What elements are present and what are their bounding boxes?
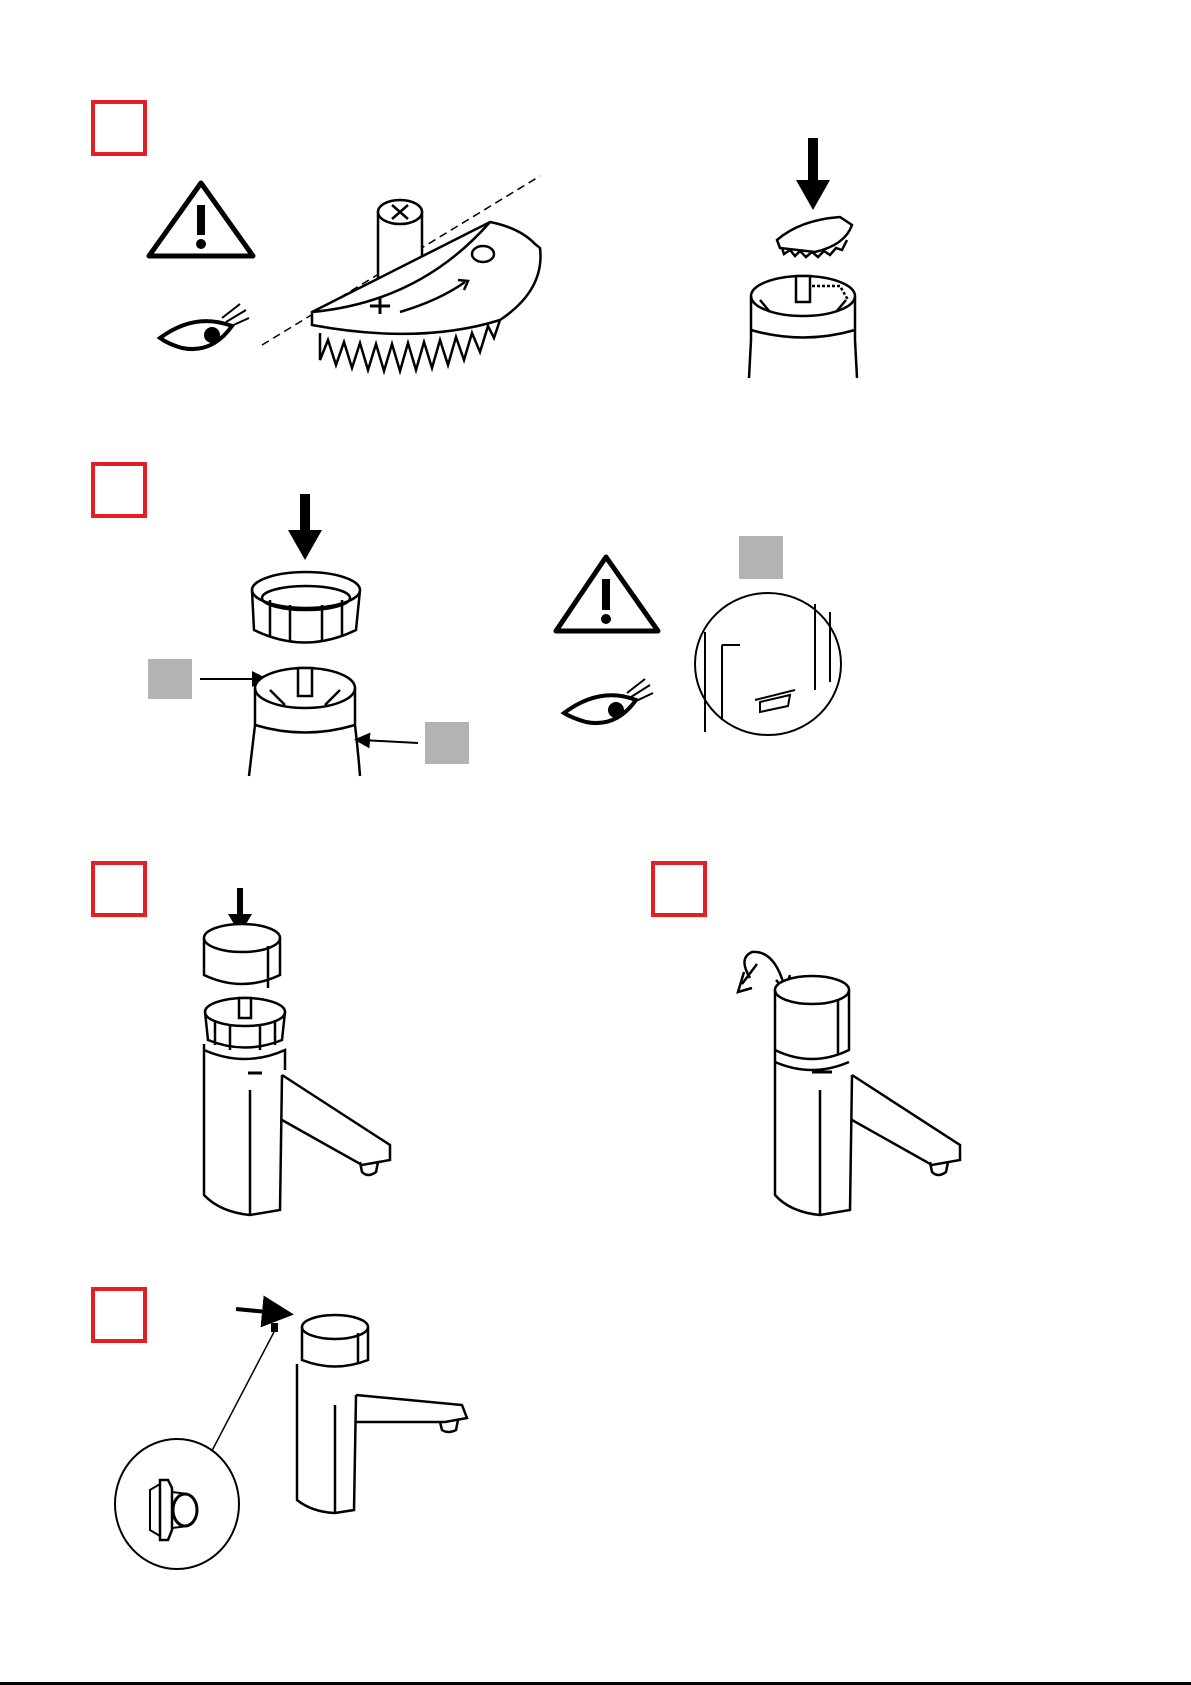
eye-icon-2	[564, 679, 653, 723]
scale-ring-onto-cartridge	[749, 138, 857, 378]
warning-triangle-icon-2	[556, 557, 658, 631]
faucet-assembled	[775, 976, 960, 1215]
ring-onto-cartridge	[200, 494, 418, 776]
slot-detail-circle	[695, 593, 841, 735]
scale-ring-detail	[262, 176, 541, 371]
plug-detail-circle	[115, 1439, 239, 1569]
eye-icon	[160, 304, 249, 349]
warning-triangle-icon	[149, 183, 253, 256]
cap-onto-faucet	[204, 888, 390, 1215]
